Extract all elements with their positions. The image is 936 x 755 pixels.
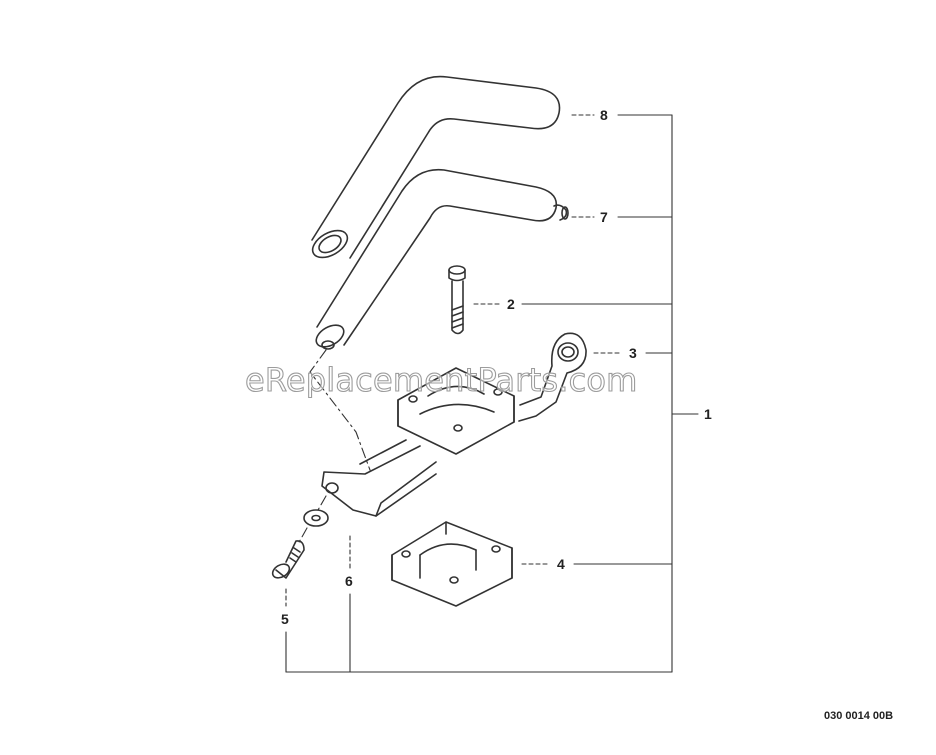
part-3-mount-arm bbox=[518, 332, 587, 422]
callout-8: 8 bbox=[600, 107, 608, 123]
document-number: 030 0014 00B bbox=[824, 710, 894, 722]
part-5-bolt bbox=[271, 540, 305, 579]
callout-4: 4 bbox=[557, 556, 565, 572]
part-2-bolt bbox=[448, 265, 466, 335]
part-8-handle-grip bbox=[311, 75, 561, 259]
watermark: eReplacementParts.com bbox=[244, 360, 638, 399]
part-6-washer bbox=[303, 509, 329, 527]
callout-7: 7 bbox=[600, 209, 608, 225]
callout-3: 3 bbox=[629, 345, 637, 361]
callout-1: 1 bbox=[704, 406, 712, 422]
handle-bracket bbox=[321, 367, 515, 517]
callout-6: 6 bbox=[345, 573, 353, 589]
alignment-lines bbox=[297, 349, 371, 545]
leader-lines bbox=[285, 114, 699, 673]
callout-5: 5 bbox=[281, 611, 289, 627]
callout-2: 2 bbox=[507, 296, 515, 312]
part-4-clamp bbox=[391, 521, 513, 607]
part-7-handle-bar bbox=[315, 168, 569, 350]
